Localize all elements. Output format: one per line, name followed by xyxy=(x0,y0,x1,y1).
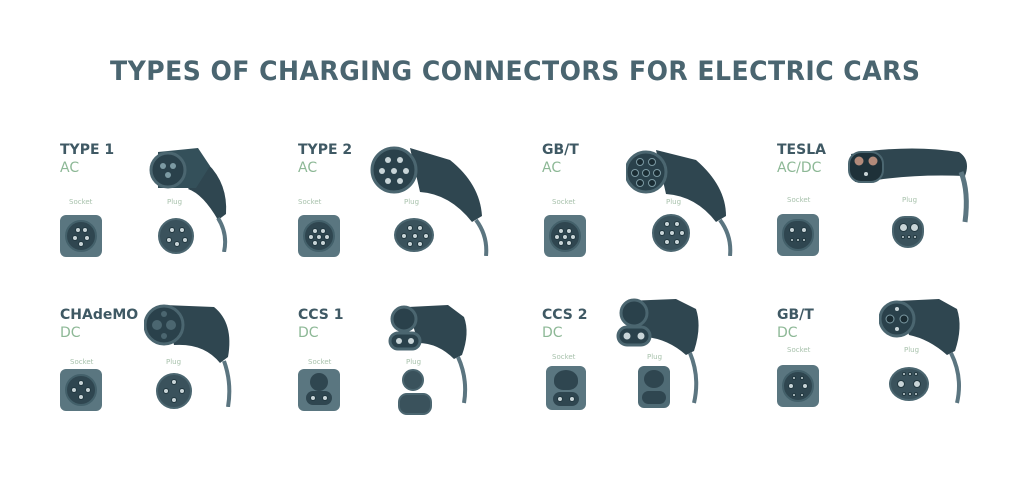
plug-label: Plug xyxy=(404,198,420,206)
ccs2-connector-icon xyxy=(616,298,699,404)
gbt-dc-connector-icon xyxy=(879,299,961,404)
plug-diagram xyxy=(652,214,690,252)
plug-label: Plug xyxy=(167,198,183,206)
socket-diagram xyxy=(60,215,102,257)
socket-label: Socket xyxy=(552,198,576,206)
socket-label: Socket xyxy=(69,198,93,206)
connector-card-chademo: CHAdeMO DC Socket Plug xyxy=(60,304,280,447)
socket-diagram xyxy=(298,369,340,411)
connector-card-ccs2: CCS 2 DC Socket Plug xyxy=(542,298,762,447)
socket-label: Socket xyxy=(70,358,94,366)
plug-label: Plug xyxy=(902,196,918,204)
current-type: DC xyxy=(542,325,563,341)
plug-diagram xyxy=(156,373,192,409)
current-type: DC xyxy=(298,325,319,341)
plug-diagram xyxy=(892,216,924,248)
plug-diagram xyxy=(394,218,434,252)
socket-diagram xyxy=(777,214,819,256)
type2-connector-icon xyxy=(370,146,489,256)
socket-diagram xyxy=(60,369,102,411)
connector-card-gbt-ac: GB/T AC Socket Plug xyxy=(542,142,762,282)
connector-name: GB/T xyxy=(542,142,579,158)
plug-label: Plug xyxy=(647,353,663,361)
connector-name: GB/T xyxy=(777,307,814,323)
connector-name: CCS 1 xyxy=(298,307,344,323)
current-type: AC/DC xyxy=(777,160,822,176)
page-title: TYPES OF CHARGING CONNECTORS FOR ELECTRI… xyxy=(110,56,921,87)
connector-card-type2: TYPE 2 AC Socket Plug xyxy=(298,142,518,282)
plug-diagram xyxy=(638,366,670,408)
current-type: DC xyxy=(777,325,798,341)
socket-label: Socket xyxy=(308,358,332,366)
current-type: AC xyxy=(60,160,80,176)
plug-diagram xyxy=(889,367,929,401)
connector-name: CCS 2 xyxy=(542,307,588,323)
plug-label: Plug xyxy=(666,198,682,206)
socket-diagram xyxy=(544,215,586,257)
connector-card-type1: TYPE 1 AC Socket Plug xyxy=(60,142,280,282)
plug-diagram xyxy=(402,369,424,391)
socket-diagram xyxy=(777,365,819,407)
connector-card-tesla: TESLA AC/DC Socket Plug xyxy=(777,142,997,282)
connector-name: TESLA xyxy=(777,142,826,158)
current-type: AC xyxy=(542,160,562,176)
plug-label: Plug xyxy=(904,346,920,354)
chademo-connector-icon xyxy=(144,304,232,407)
plug-label: Plug xyxy=(406,358,422,366)
gbt-ac-connector-icon xyxy=(626,150,733,256)
ccs1-connector-icon xyxy=(388,305,468,404)
socket-diagram xyxy=(298,215,340,257)
connector-name: TYPE 1 xyxy=(60,142,115,158)
current-type: DC xyxy=(60,325,81,341)
socket-label: Socket xyxy=(787,196,811,204)
connector-card-ccs1: CCS 1 DC Socket Plug xyxy=(298,305,518,447)
socket-diagram xyxy=(546,366,586,410)
current-type: AC xyxy=(298,160,318,176)
type1-connector-icon xyxy=(149,148,228,252)
socket-label: Socket xyxy=(552,353,576,361)
connector-name: TYPE 2 xyxy=(298,142,353,158)
plug-diagram xyxy=(158,218,194,254)
tesla-connector-icon xyxy=(848,148,969,223)
socket-label: Socket xyxy=(298,198,322,206)
plug-dc-pins xyxy=(398,393,432,415)
plug-label: Plug xyxy=(166,358,182,366)
connector-name: CHAdeMO xyxy=(60,307,139,323)
connector-card-gbt-dc: GB/T DC Socket Plug xyxy=(777,299,997,447)
socket-label: Socket xyxy=(787,346,811,354)
